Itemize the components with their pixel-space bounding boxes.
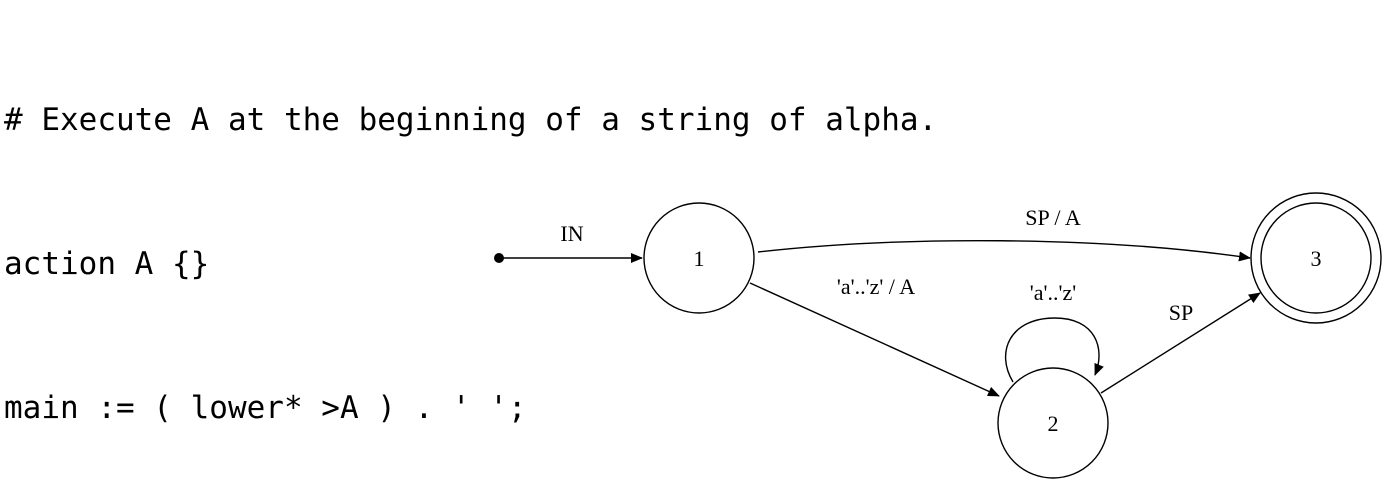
- code-main-line: main := ( lower* >A ) . ' ';: [4, 390, 527, 426]
- edge-label-2-self-loop: 'a'..'z': [1030, 280, 1076, 305]
- code-block: # Execute A at the beginning of a string…: [4, 0, 937, 480]
- state-node-2: [997, 367, 1109, 479]
- edge-1-to-3: [757, 239, 1251, 262]
- edge-label-1-to-2: 'a'..'z' / A: [837, 274, 915, 299]
- state-node-1: [643, 202, 755, 314]
- state-label-2: 2: [1048, 411, 1059, 436]
- edge-2-self-loop: [1004, 317, 1104, 383]
- state-label-3: 3: [1311, 246, 1322, 271]
- state-node-3-outer: [1250, 192, 1382, 324]
- edge-label-1-to-3: SP / A: [1025, 205, 1081, 230]
- edge-label-entry: IN: [560, 221, 583, 246]
- state-node-3-inner: [1260, 202, 1372, 314]
- edge-1-to-2: [749, 282, 1000, 397]
- code-action-line: action A {}: [4, 246, 210, 282]
- edge-2-to-3: [1100, 292, 1261, 394]
- state-label-1: 1: [694, 246, 705, 271]
- code-comment-line: # Execute A at the beginning of a string…: [4, 102, 938, 138]
- edge-label-2-to-3: SP: [1169, 300, 1193, 325]
